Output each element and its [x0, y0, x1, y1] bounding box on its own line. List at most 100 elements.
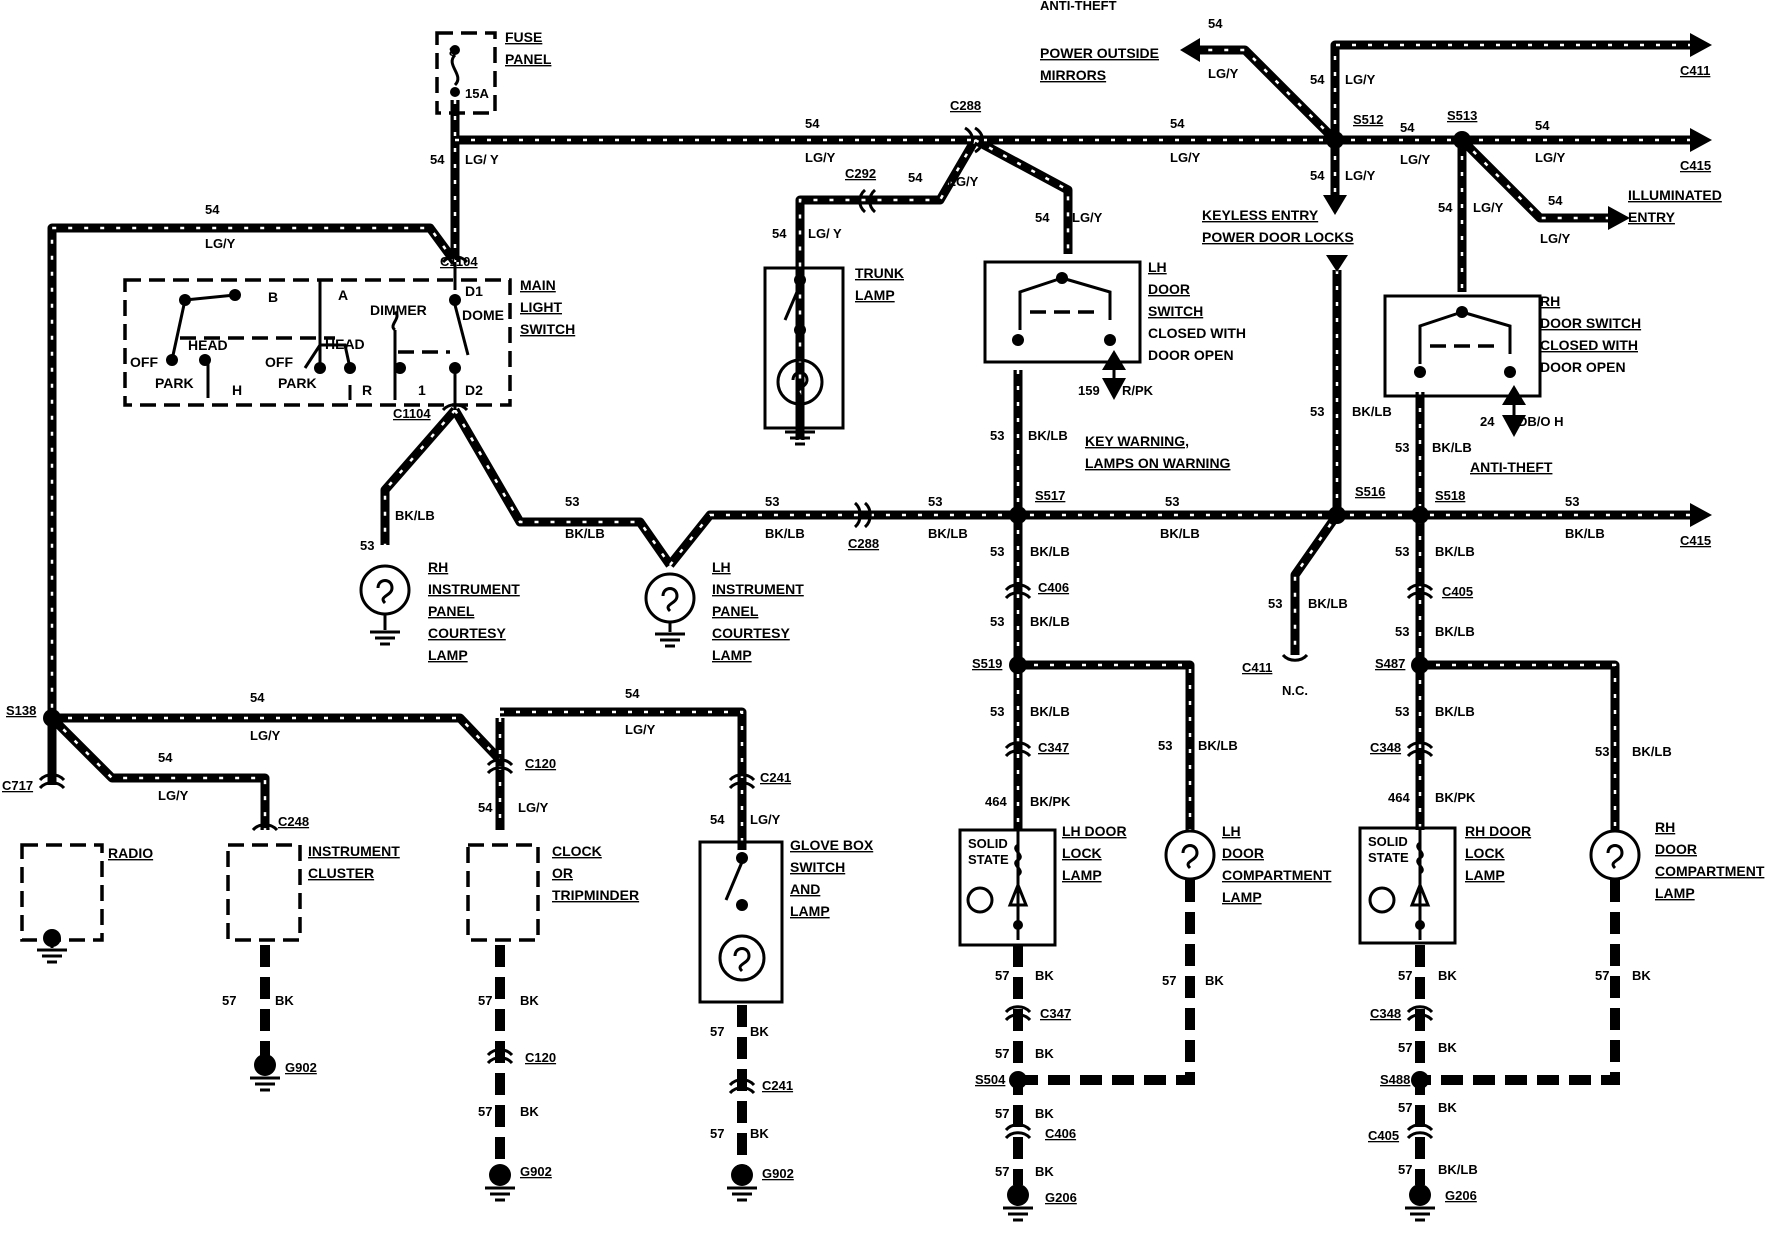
clock-feed-num: 54 — [478, 800, 493, 815]
g902-glove: G902 — [762, 1166, 794, 1181]
mls-d2: D2 — [465, 382, 483, 398]
rh-gnd-num-4: 57 — [1398, 1162, 1412, 1177]
c415-top: C415 — [1680, 158, 1711, 173]
rh-bkpk: BK/PK — [1435, 790, 1476, 805]
w24: 24 — [1480, 414, 1495, 429]
clock-gnd-color-2: BK — [520, 1104, 539, 1119]
s518: S518 — [1435, 488, 1465, 503]
lh-ip-lamp-label-4: COURTESY — [712, 625, 790, 641]
rh-door-switch-label-1: RH — [1540, 293, 1560, 309]
mls-h: H — [232, 382, 242, 398]
c292: C292 — [845, 166, 876, 181]
lh-comp-num: 53 — [1158, 738, 1172, 753]
connector-brackets — [38, 126, 1434, 1140]
rh-ip-lamp-label-4: COURTESY — [428, 625, 506, 641]
mls-park-1: PARK — [155, 375, 194, 391]
fuse-out-color: LG/ Y — [465, 152, 499, 167]
lh-gnd-num-1: 57 — [995, 968, 1009, 983]
lh-comp-lamp-label-1: LH — [1222, 823, 1241, 839]
c717: C717 — [2, 778, 33, 793]
mls-dome: DOME — [462, 307, 504, 323]
rh-ip-lamp-label-1: RH — [428, 559, 448, 575]
c411-branch-color: LG/Y — [1345, 72, 1376, 87]
keyless-label-1: KEYLESS ENTRY — [1202, 207, 1319, 223]
rh-switch-ret-color: BK/LB — [1432, 440, 1472, 455]
rh-door-switch: RH DOOR SWITCH CLOSED WITH DOOR OPEN — [1383, 293, 1641, 398]
arrow-c411 — [1690, 33, 1712, 57]
c406-bottom: C406 — [1045, 1126, 1076, 1141]
middle-top-labels: 54 LG/ Y 54 LG/Y C288 54 LG/Y C292 54 LG… — [205, 98, 1201, 421]
s512-right-num: 54 — [1400, 120, 1415, 135]
rh-switch-ret-num: 53 — [1395, 440, 1409, 455]
lh-door-switch-label-5: DOOR OPEN — [1148, 347, 1234, 363]
lh-gnd-color-2: BK — [1035, 1046, 1054, 1061]
lh-instrument-panel-courtesy-lamp: LH INSTRUMENT PANEL COURTESY LAMP — [644, 559, 804, 663]
rh-door-compartment-lamp: RH DOOR COMPARTMENT LAMP — [1589, 819, 1765, 901]
lh-ip-lamp-label-1: LH — [712, 559, 731, 575]
glove-box-label-1: GLOVE BOX — [790, 837, 874, 853]
rh-comp-lamp-label-1: RH — [1655, 819, 1675, 835]
mls-r: R — [362, 382, 372, 398]
lh-door-compartment-lamp: LH DOOR COMPARTMENT LAMP — [1164, 823, 1332, 905]
ground-g206-lh — [1003, 1184, 1033, 1222]
lh-lock-lamp-label-2: LOCK — [1062, 845, 1102, 861]
lh-door-switch-label-2: DOOR — [1148, 281, 1190, 297]
rh-lock-lamp-label-2: LOCK — [1465, 845, 1505, 861]
mls-label-3: SWITCH — [520, 321, 575, 337]
dbo: DB/O H — [1518, 414, 1564, 429]
lh-gnd-num-3: 57 — [995, 1106, 1009, 1121]
c415-top-color: LG/Y — [1535, 150, 1566, 165]
glove-gnd-color-2: BK — [750, 1126, 769, 1141]
rh-comp-color: BK/LB — [1632, 744, 1672, 759]
arrow-anti-theft — [1502, 415, 1526, 437]
s504: S504 — [975, 1072, 1006, 1087]
lh-lock-lamp-label-3: LAMP — [1062, 867, 1102, 883]
bus53-num-3: 53 — [928, 494, 942, 509]
ground-g902-cluster — [250, 1054, 280, 1092]
clock-tripminder: CLOCK OR TRIPMINDER — [466, 843, 639, 942]
rh-solid-state-1: SOLID — [1368, 834, 1408, 849]
cluster-label-2: CLUSTER — [308, 865, 374, 881]
c406-top: C406 — [1038, 580, 1069, 595]
main-light-switch: B A DIMMER DOME D1 D2 HEAD HEAD OFF OFF … — [123, 262, 575, 410]
mirrors-label-2: MIRRORS — [1040, 67, 1106, 83]
arrow-illuminated — [1608, 206, 1630, 230]
cluster-label-1: INSTRUMENT — [308, 843, 400, 859]
bus53-num-2: 53 — [765, 494, 779, 509]
rh-ip-lamp-label-5: LAMP — [428, 647, 468, 663]
c415-bottom: C415 — [1680, 533, 1711, 548]
keyless-ret-num: 53 — [1310, 404, 1324, 419]
s513: S513 — [1447, 108, 1477, 123]
glove-box-label-4: LAMP — [790, 903, 830, 919]
rh-comp-lamp-label-4: LAMP — [1655, 885, 1695, 901]
lh-gnd-color-4: BK — [1035, 1164, 1054, 1179]
lh-door-switch-label-1: LH — [1148, 259, 1167, 275]
glove-feed-color: LG/Y — [750, 812, 781, 827]
illuminated-label-2: ENTRY — [1628, 209, 1676, 225]
lh-door-lock-lamp: SOLID STATE LH DOOR LOCK LAMP — [958, 823, 1127, 947]
lh-gnd-color-3: BK — [1035, 1106, 1054, 1121]
lower-left-labels: S138 C717 54 LG/Y 54 LG/Y C248 C120 54 L… — [2, 686, 791, 829]
rh-col-num-1: 53 — [1395, 544, 1409, 559]
rh-instrument-panel-courtesy-lamp: RH INSTRUMENT PANEL COURTESY LAMP — [359, 559, 520, 663]
trunk-lamp-label-2: LAMP — [855, 287, 895, 303]
fuse-out-num: 54 — [430, 152, 445, 167]
lh-col-num-3: 53 — [990, 704, 1004, 719]
s517: S517 — [1035, 488, 1065, 503]
lh-switch-ret-num: 53 — [990, 428, 1004, 443]
key-warning-1: KEY WARNING, — [1085, 433, 1189, 449]
rh-door-lock-lamp: SOLID STATE RH DOOR LOCK LAMP — [1358, 823, 1531, 945]
c348-bottom: C348 — [1370, 1006, 1401, 1021]
rh-col-color-2: BK/LB — [1435, 624, 1475, 639]
left-bus-num: 54 — [205, 202, 220, 217]
c411-drop-color: BK/LB — [1308, 596, 1348, 611]
illuminated-color: LG/Y — [1540, 231, 1571, 246]
ground-symbols — [250, 1054, 1435, 1222]
rh-comp-gnd-num: 57 — [1595, 968, 1609, 983]
mls-head-1: HEAD — [188, 337, 228, 353]
rh-col-color-1: BK/LB — [1435, 544, 1475, 559]
mls-off-1: OFF — [130, 354, 158, 370]
lh-gnd-color-1: BK — [1035, 968, 1054, 983]
bus53-color-2: BK/LB — [765, 526, 805, 541]
